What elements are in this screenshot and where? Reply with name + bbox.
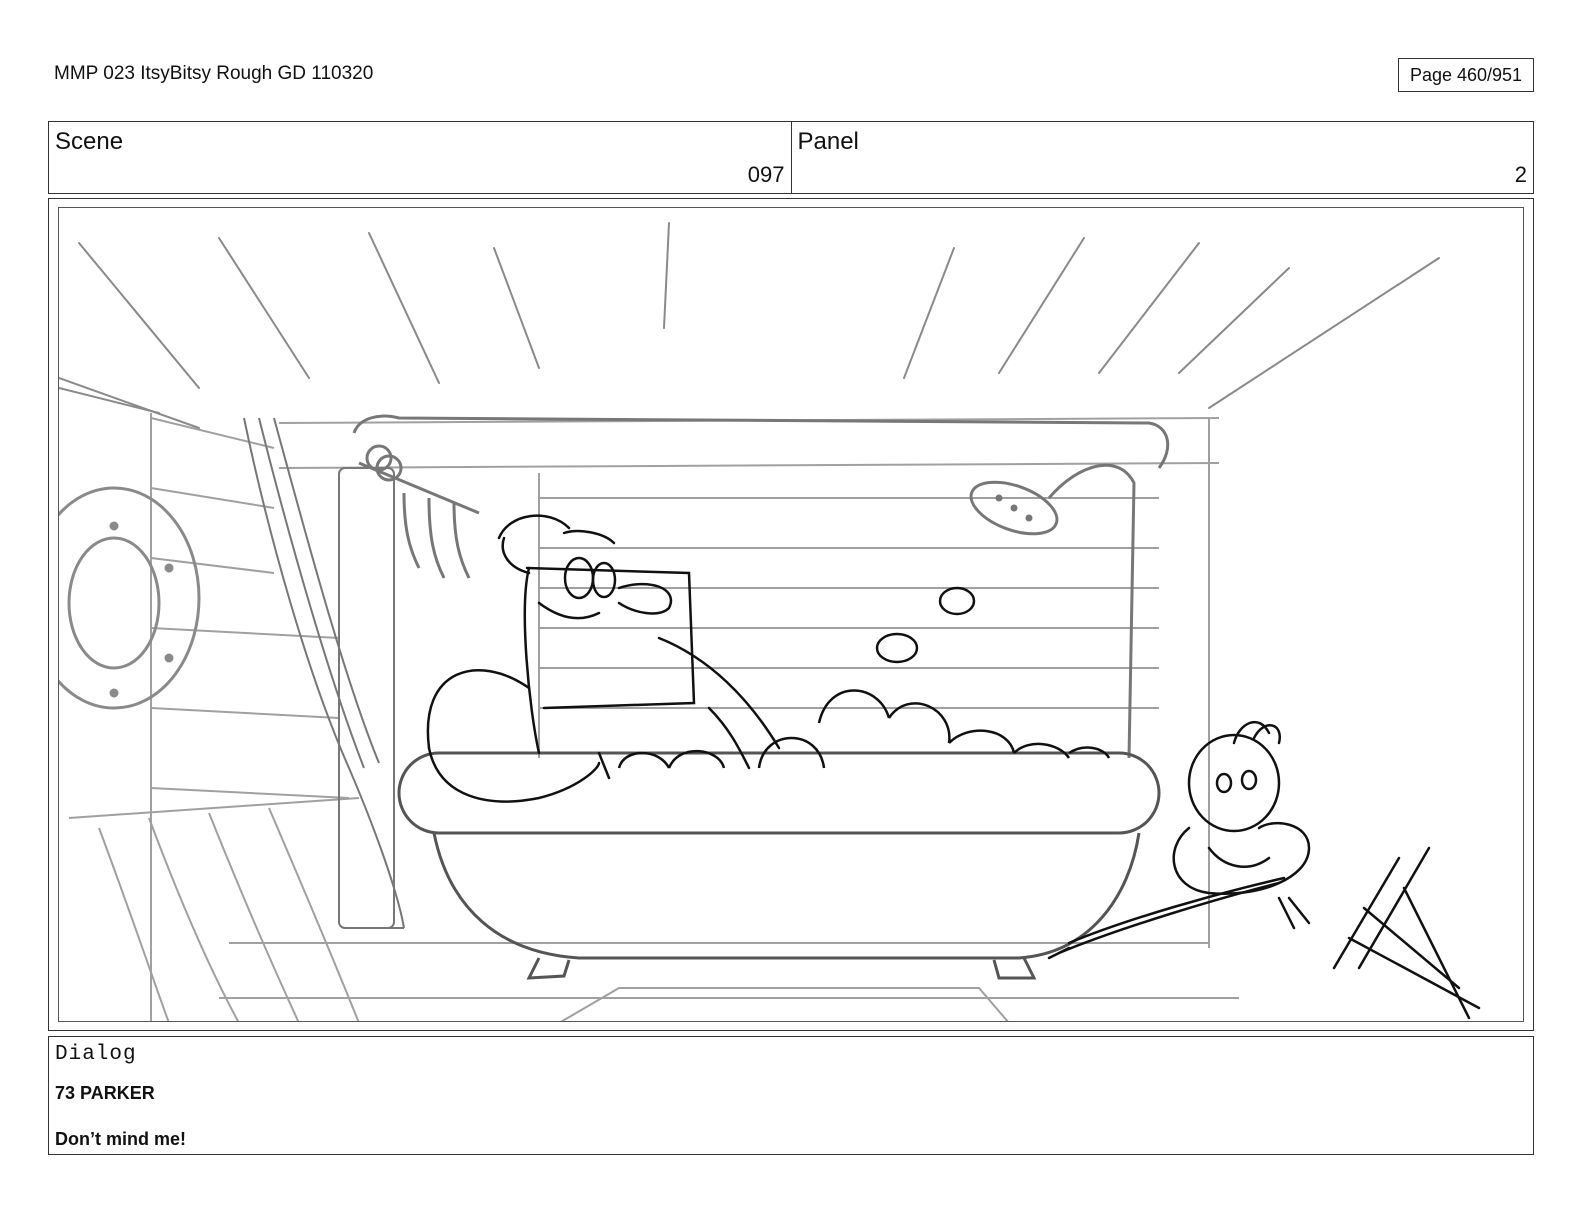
dialog-label: Dialog [55, 1043, 137, 1066]
bathroom-walls [68, 413, 1239, 1021]
scene-cell: Scene 097 [49, 122, 791, 193]
character-in-tub [426, 514, 781, 803]
scene-number: 097 [747, 162, 785, 187]
storyboard-drawing-area [58, 207, 1524, 1022]
panel-number: 2 [1514, 162, 1527, 187]
panel-label: Panel [797, 128, 859, 155]
document-title: MMP 023 ItsyBitsy Rough GD 110320 [54, 63, 374, 84]
page-indicator: Page 460/951 [1398, 58, 1534, 92]
bubbles [617, 586, 1111, 769]
ceiling-perspective-lines [59, 222, 1440, 429]
flying-character [1047, 721, 1481, 1020]
panel-cell: Panel 2 [790, 122, 1534, 193]
scene-label: Scene [55, 128, 124, 155]
dialog-line: Don’t mind me! [55, 1129, 186, 1149]
scene-panel-info-row: Scene 097 Panel 2 [48, 121, 1534, 194]
dialog-box: Dialog 73 PARKER Don’t mind me! [48, 1036, 1534, 1155]
storyboard-frame [48, 198, 1534, 1031]
porthole-window [59, 486, 201, 710]
storyboard-sketch [59, 222, 1481, 1021]
shower-curtain [243, 417, 405, 929]
shower-rod [352, 414, 1170, 579]
bathtub [397, 751, 1161, 980]
dialog-speaker: 73 PARKER [55, 1083, 155, 1103]
shower-head [969, 463, 1136, 759]
